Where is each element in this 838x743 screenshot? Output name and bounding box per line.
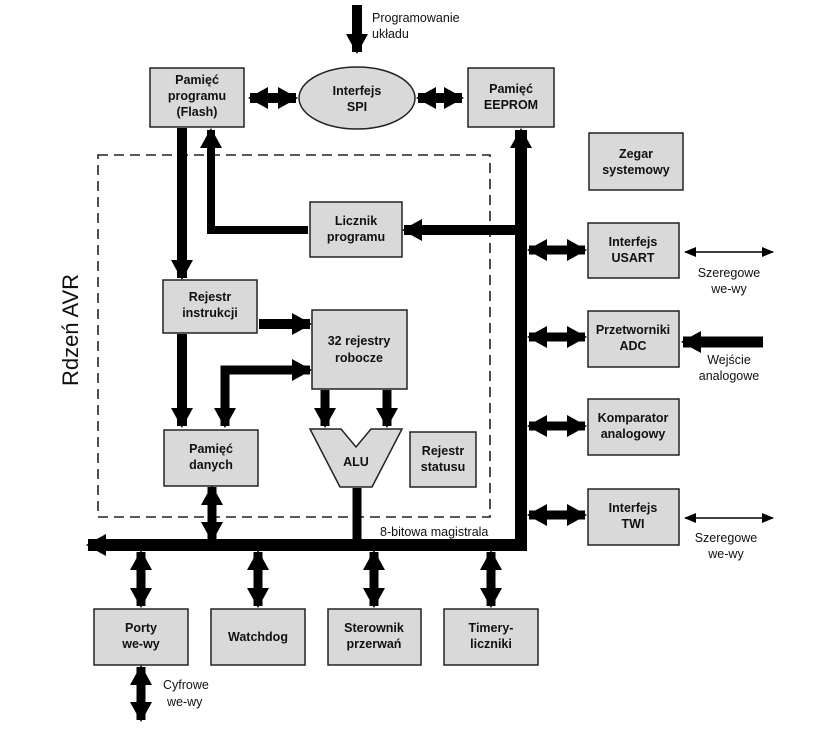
alu-label: ALU bbox=[343, 455, 369, 469]
data-registers-arrow bbox=[214, 359, 312, 428]
program-memory-block: Pamięć programu (Flash) bbox=[149, 67, 245, 128]
adc-line-2: ADC bbox=[619, 339, 646, 353]
spi-line-1: Interfejs bbox=[333, 84, 382, 98]
digital-io-label-2: we-wy bbox=[166, 695, 203, 709]
digital-io-label-1: Cyfrowe bbox=[163, 678, 209, 692]
adc-block: Przetworniki ADC bbox=[587, 310, 680, 368]
eeprom-line-1: Pamięć bbox=[489, 82, 533, 96]
program-counter-line-1: Licznik bbox=[335, 214, 377, 228]
comparator-block: Komparator analogowy bbox=[587, 398, 680, 456]
program-memory-line-2: programu bbox=[168, 89, 226, 103]
program-memory-line-1: Pamięć bbox=[175, 73, 219, 87]
spi-line-2: SPI bbox=[347, 100, 367, 114]
interrupt-controller-line-1: Sterownik bbox=[344, 621, 404, 635]
twi-io-label-1: Szeregowe bbox=[695, 531, 758, 545]
usart-io-label-2: we-wy bbox=[710, 282, 747, 296]
instruction-register-block: Rejestr instrukcji bbox=[162, 279, 258, 334]
instruction-register-line-1: Rejestr bbox=[189, 290, 232, 304]
avr-core-label: Rdzeń AVR bbox=[58, 274, 83, 386]
avr-core-outline bbox=[97, 154, 491, 518]
usart-block: Interfejs USART bbox=[587, 222, 680, 279]
timers-line-2: liczniki bbox=[470, 637, 512, 651]
eeprom-line-2: EEPROM bbox=[484, 98, 538, 112]
usart-line-2: USART bbox=[611, 251, 654, 265]
timers-line-1: Timery- bbox=[469, 621, 514, 635]
status-register-line-1: Rejestr bbox=[422, 444, 465, 458]
twi-io-label-2: we-wy bbox=[707, 547, 744, 561]
bus-label: 8-bitowa magistrala bbox=[380, 525, 488, 539]
system-clock-line-2: systemowy bbox=[602, 163, 669, 177]
instruction-register-line-2: instrukcji bbox=[182, 306, 238, 320]
programming-label-2: układu bbox=[372, 27, 409, 41]
alu-block: ALU bbox=[308, 428, 404, 488]
data-memory-line-2: danych bbox=[189, 458, 233, 472]
timers-block: Timery- liczniki bbox=[443, 608, 539, 666]
comparator-line-2: analogowy bbox=[601, 427, 666, 441]
programming-label-1: Programowanie bbox=[372, 11, 460, 25]
usart-line-1: Interfejs bbox=[609, 235, 658, 249]
system-clock-line-1: Zegar bbox=[619, 147, 653, 161]
comparator-line-1: Komparator bbox=[598, 411, 669, 425]
adc-line-1: Przetworniki bbox=[596, 323, 670, 337]
watchdog-block: Watchdog bbox=[210, 608, 306, 666]
usart-io-label-1: Szeregowe bbox=[698, 266, 761, 280]
data-memory-block: Pamięć danych bbox=[163, 429, 259, 487]
interrupt-controller-line-2: przerwań bbox=[347, 637, 402, 651]
status-register-block: Rejestr statusu bbox=[409, 431, 477, 488]
io-ports-block: Porty we-wy bbox=[93, 608, 189, 666]
status-register-line-2: statusu bbox=[421, 460, 465, 474]
program-memory-line-3: (Flash) bbox=[177, 105, 218, 119]
io-ports-line-1: Porty bbox=[125, 621, 157, 635]
working-registers-line-1: 32 rejestry bbox=[328, 334, 391, 348]
data-memory-line-1: Pamięć bbox=[189, 442, 233, 456]
system-clock-block: Zegar systemowy bbox=[588, 132, 684, 191]
interrupt-controller-block: Sterownik przerwań bbox=[327, 608, 422, 666]
program-counter-line-2: programu bbox=[327, 230, 385, 244]
twi-block: Interfejs TWI bbox=[587, 488, 680, 546]
analog-input-label-2: analogowe bbox=[699, 369, 760, 383]
spi-block: Interfejs SPI bbox=[298, 66, 416, 130]
twi-line-2: TWI bbox=[622, 517, 645, 531]
watchdog-label: Watchdog bbox=[228, 630, 288, 644]
program-counter-block: Licznik programu bbox=[309, 201, 403, 258]
eeprom-block: Pamięć EEPROM bbox=[467, 67, 555, 128]
analog-input-label-1: Wejście bbox=[707, 353, 751, 367]
twi-line-1: Interfejs bbox=[609, 501, 658, 515]
working-registers-block: 32 rejestry robocze bbox=[311, 309, 408, 390]
io-ports-line-2: we-wy bbox=[121, 637, 160, 651]
counter-flash-arrow bbox=[200, 128, 308, 234]
working-registers-line-2: robocze bbox=[335, 351, 383, 365]
